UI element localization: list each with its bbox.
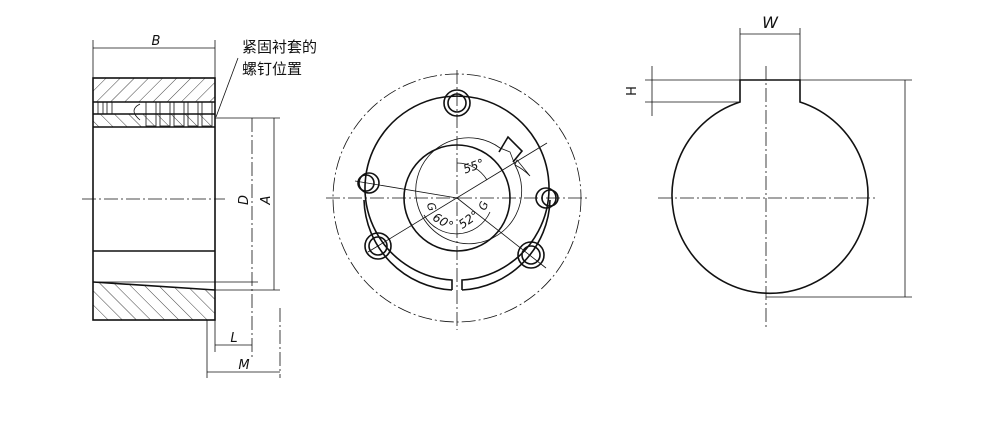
dim-L-label: L bbox=[230, 331, 237, 346]
dim-M-label: M bbox=[238, 358, 249, 373]
dim-W-label: W bbox=[762, 13, 779, 32]
hole-left bbox=[357, 174, 375, 192]
angle-52-label: 52° bbox=[456, 208, 481, 232]
hole-bottom-left bbox=[368, 236, 388, 256]
bush-flange-outline bbox=[364, 95, 550, 290]
bore-circle bbox=[403, 144, 511, 252]
angle-55-label: 55° bbox=[461, 156, 486, 176]
shaft-key-view: W H bbox=[625, 13, 912, 330]
hatch-bottom bbox=[93, 282, 215, 320]
dim-D-label: D bbox=[237, 195, 252, 205]
front-view: 55° 60° 52° G G bbox=[326, 70, 590, 330]
label-G-right: G bbox=[476, 200, 491, 212]
hatch-top-inner bbox=[93, 114, 215, 127]
hole-right bbox=[541, 189, 559, 207]
label-G-left: G bbox=[424, 201, 439, 213]
dim-H-label: H bbox=[625, 86, 640, 96]
hatch-top-outer bbox=[93, 78, 215, 102]
keyway bbox=[498, 135, 524, 163]
screw-note-line2: 螺钉位置 bbox=[242, 60, 302, 78]
shaft-outline bbox=[671, 79, 869, 295]
dim-A-label: A bbox=[259, 196, 274, 206]
side-section-view: B 紧固衬套的 螺钉位置 D A L M bbox=[82, 34, 317, 378]
hole-bottom-right bbox=[521, 245, 541, 265]
screw-threads bbox=[97, 101, 213, 127]
dim-B-label: B bbox=[152, 34, 161, 49]
angle-60-label: 60° bbox=[430, 210, 455, 233]
screw-note-line1: 紧固衬套的 bbox=[242, 38, 317, 56]
hole-top bbox=[447, 93, 467, 113]
